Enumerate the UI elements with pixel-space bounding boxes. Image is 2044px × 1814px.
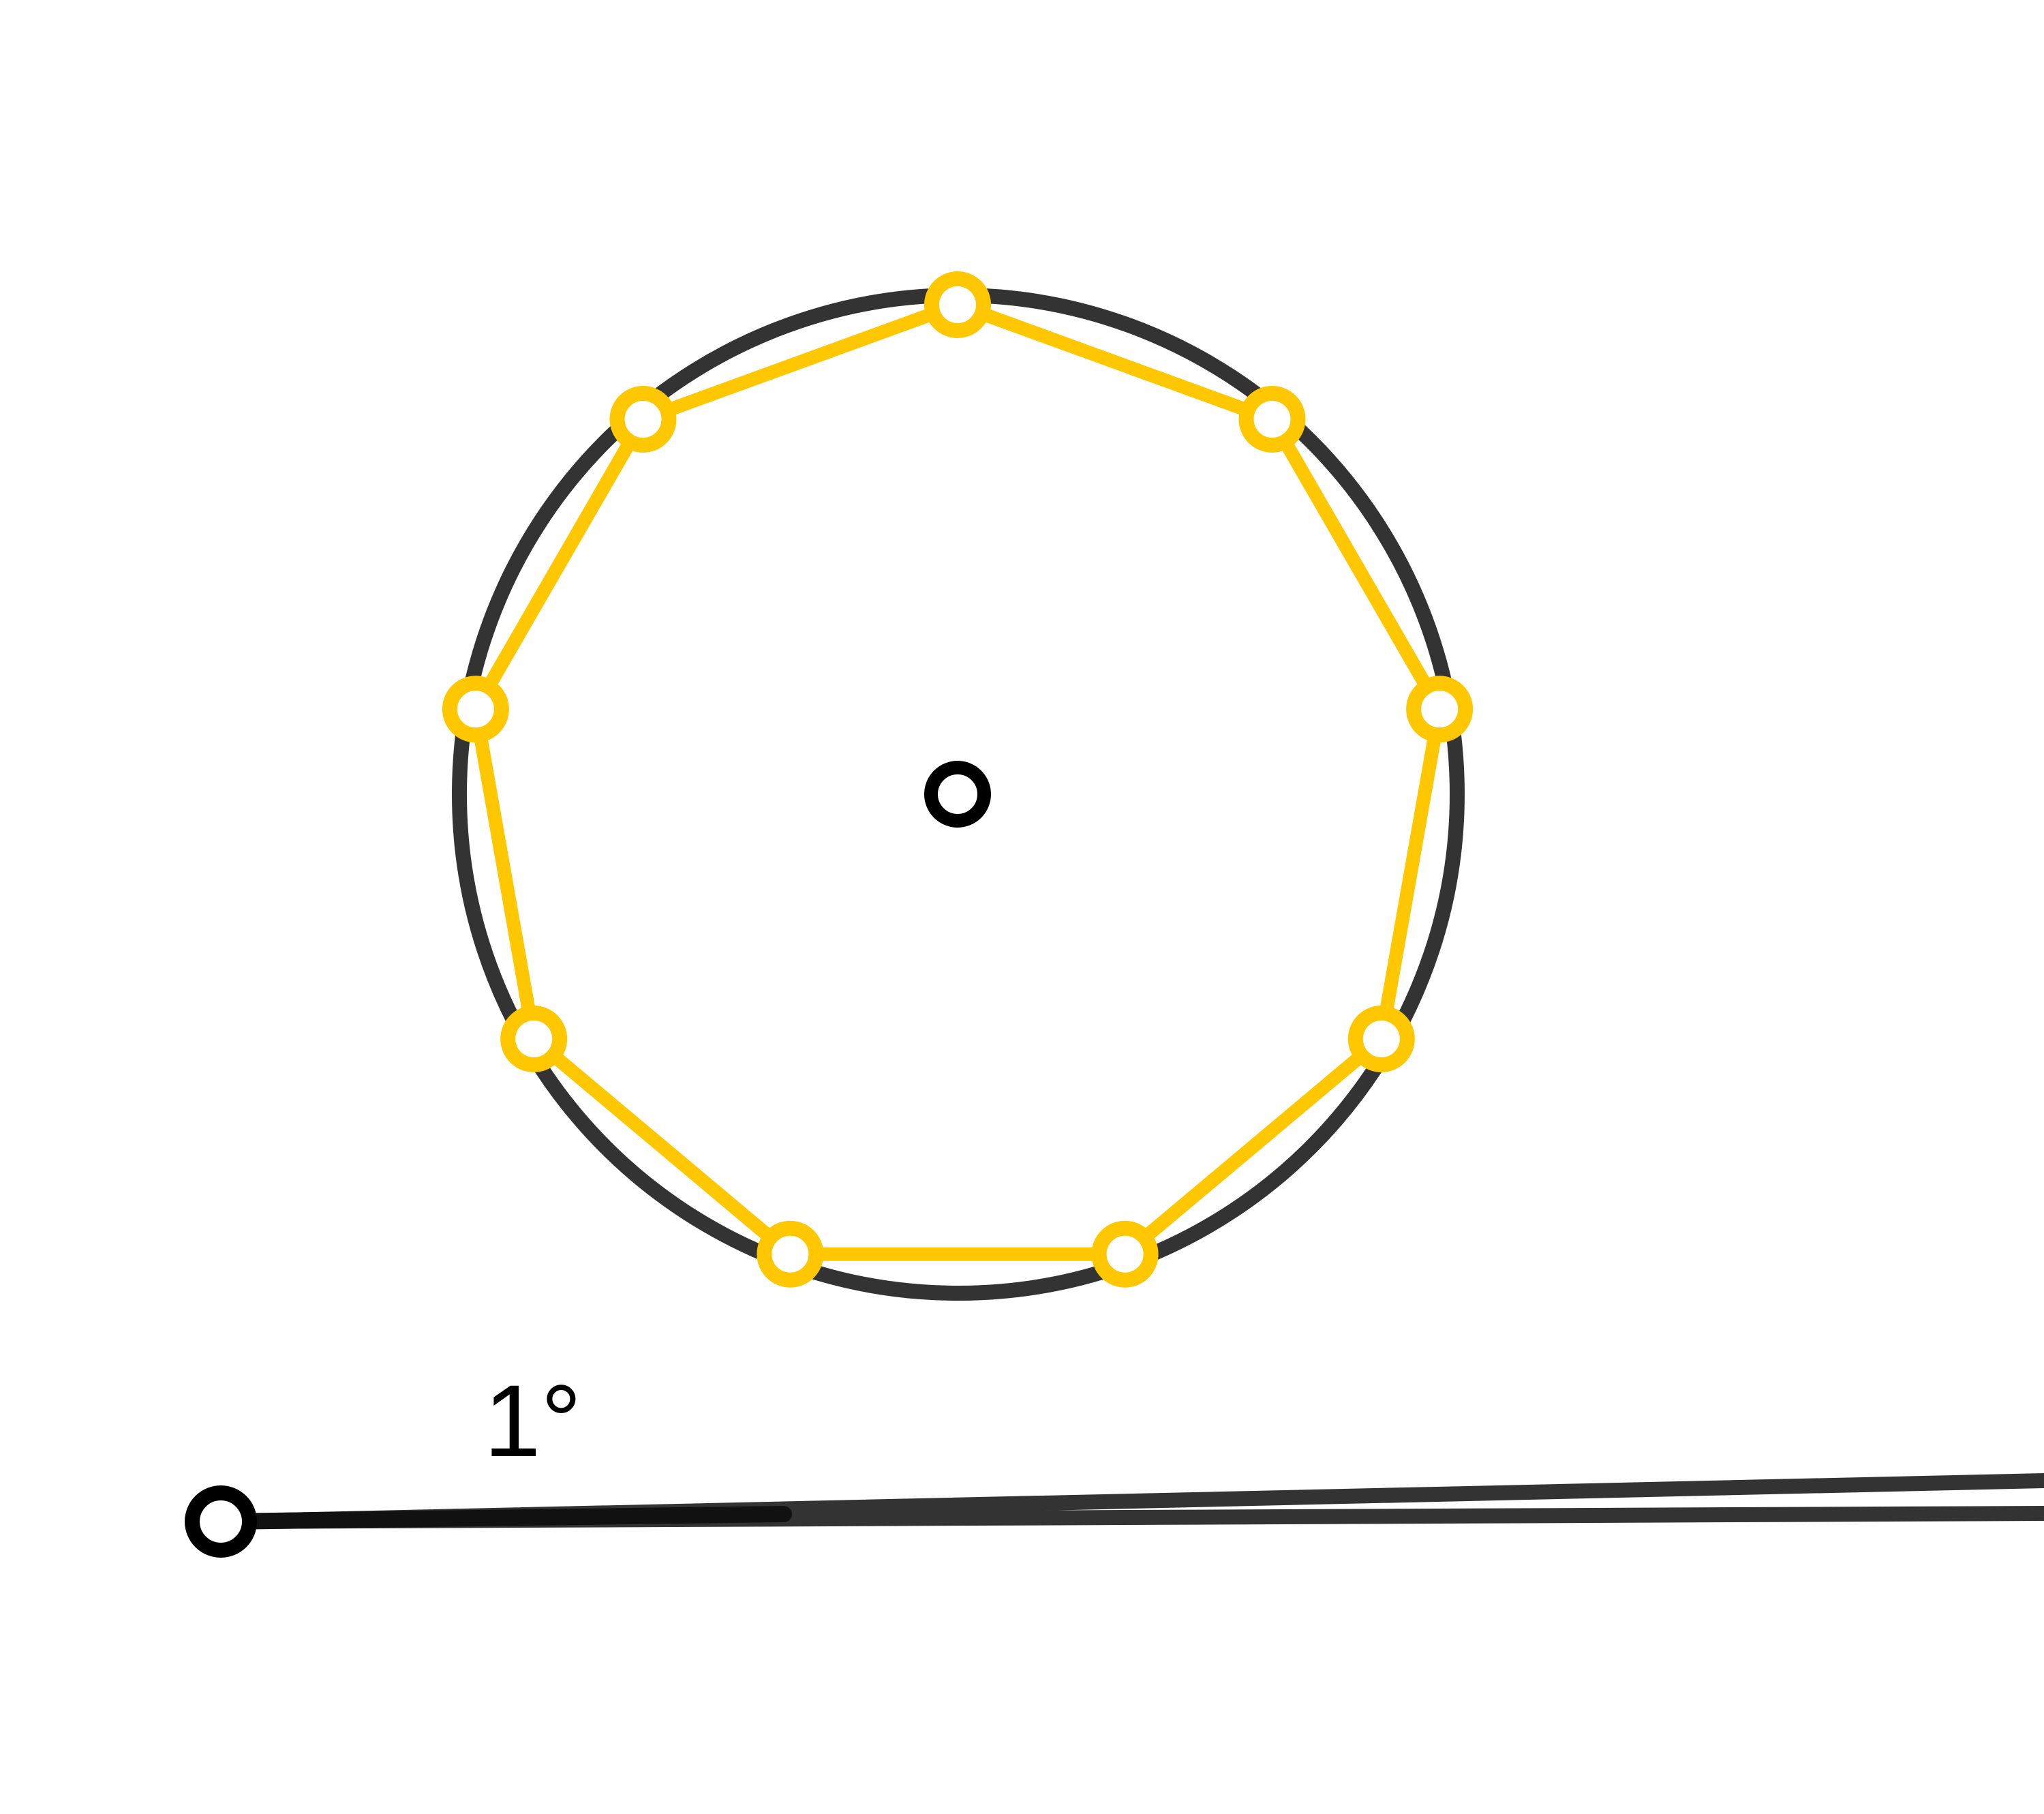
polygon-vertex-point-4[interactable] [1347,1006,1415,1072]
polygon-vertex-point-1[interactable] [924,271,991,338]
angle-ray-overlap [213,1506,792,1530]
angle-label: 1° [484,1363,581,1478]
angle-vertex-point[interactable] [185,1485,257,1558]
polygon-vertices [442,271,1474,1288]
polygon-vertex-point-5[interactable] [1091,1220,1159,1288]
polygon-vertex-point-6[interactable] [757,1220,824,1288]
polygon-vertex-point-7[interactable] [500,1006,568,1072]
circle-center-point[interactable] [924,761,991,828]
polygon-vertex-point-9[interactable] [609,386,677,453]
angle-rays [213,1473,2044,1530]
polygon-vertex-point-3[interactable] [1406,676,1474,743]
polygon-vertex-point-8[interactable] [442,676,509,743]
nonagon-polygon [468,298,1447,1261]
polygon-vertex-point-2[interactable] [1238,386,1306,453]
